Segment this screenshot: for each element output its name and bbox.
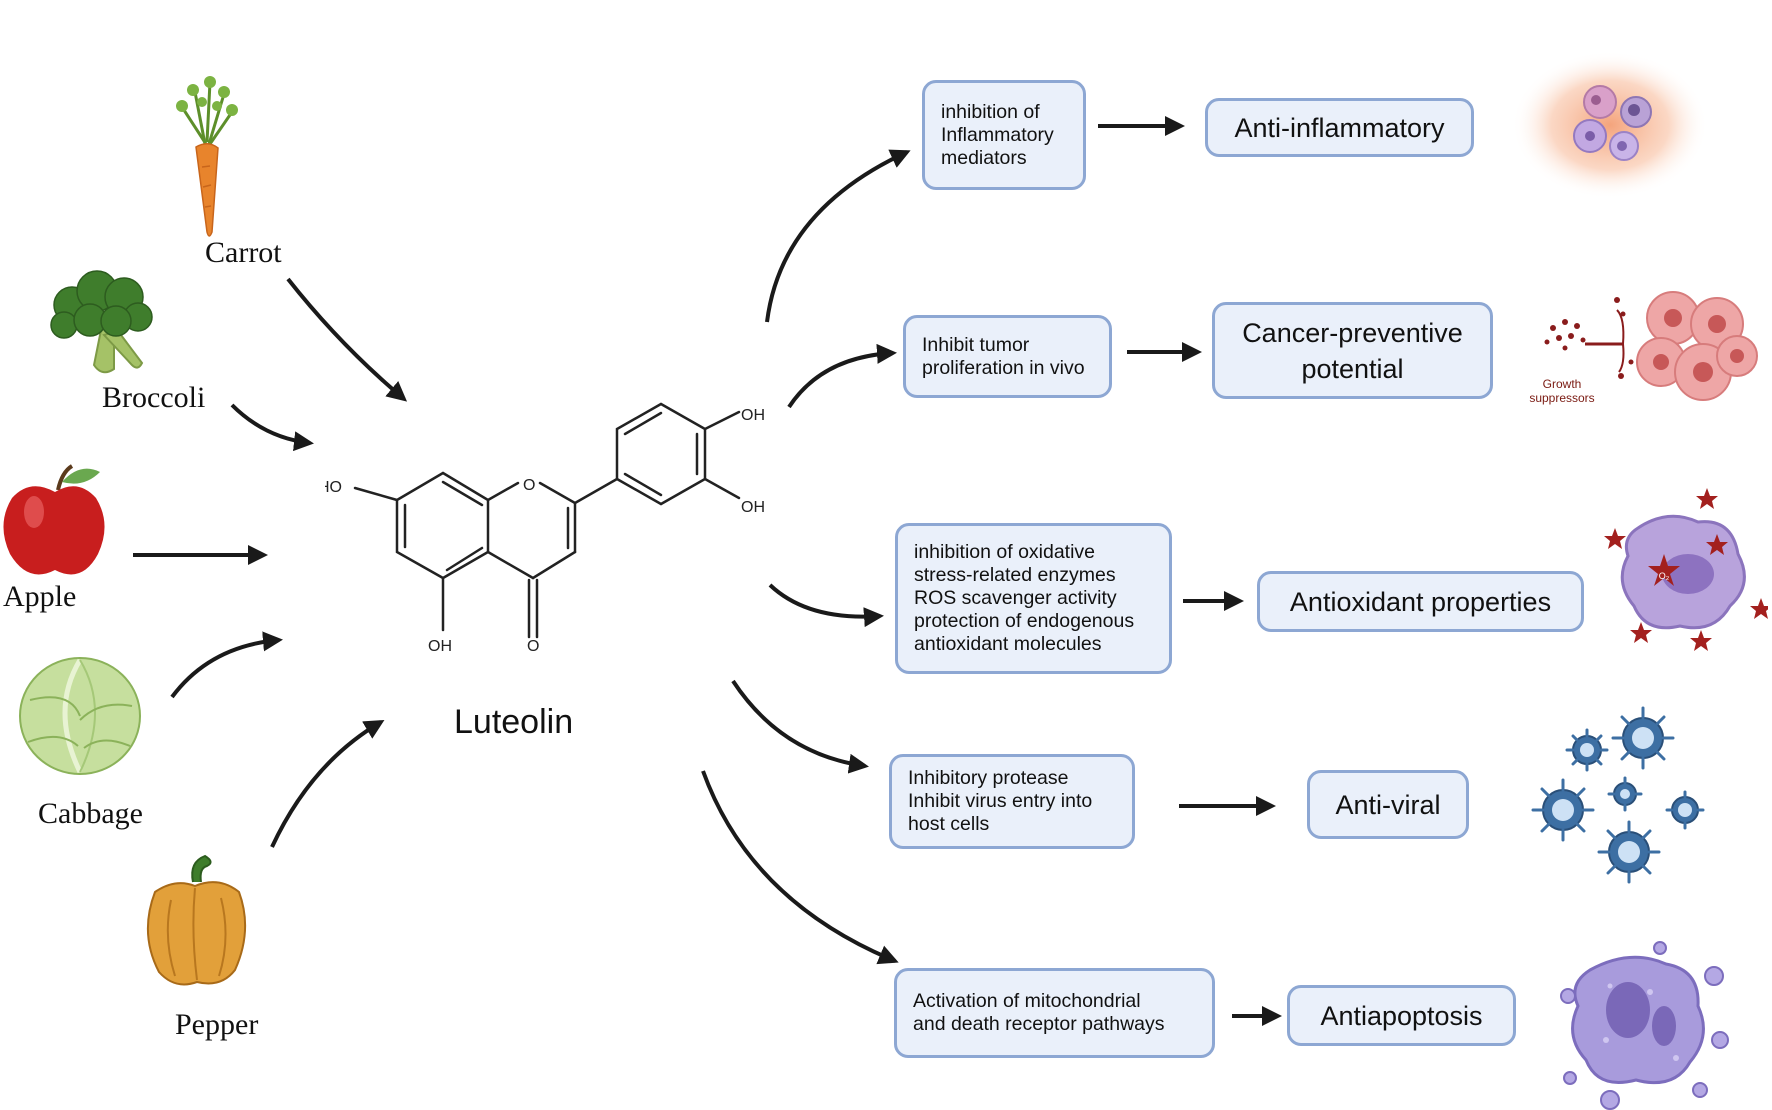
atom-oh-top: OH [741, 407, 765, 424]
mechanism-box-1: inhibition of Inflammatory mediators [922, 80, 1086, 190]
mechanism-1-line-1: inhibition of [941, 100, 1040, 123]
atom-ring-o: O [523, 477, 535, 494]
caption-line-1: Growth [1542, 377, 1582, 391]
effect-4-line-1: Anti-viral [1335, 789, 1441, 820]
carrot-icon [176, 76, 238, 237]
food-label-cabbage: Cabbage [38, 797, 143, 830]
mechanism-4-line-2: Inhibit virus entry into [908, 790, 1093, 812]
arrow-to-mechanism-3 [768, 583, 884, 628]
effect-box-antiapoptosis: Antiapoptosis [1287, 985, 1516, 1046]
food-label-carrot: Carrot [205, 236, 282, 269]
arrow-carrot-to-luteolin [286, 277, 408, 402]
virus-icon [1531, 706, 1705, 884]
arrow-to-mechanism-5 [701, 770, 899, 965]
mechanism-box-5: Activation of mitochondrial and death re… [894, 968, 1215, 1058]
food-label-apple: Apple [3, 580, 77, 613]
effect-box-antioxidant: Antioxidant properties [1257, 571, 1584, 632]
mechanism-5-line-2: and death receptor pathways [913, 1013, 1165, 1035]
atom-oh-right: OH [741, 499, 765, 516]
food-label-broccoli: Broccoli [102, 381, 206, 414]
effect-3-line-1: Antioxidant properties [1289, 586, 1552, 617]
mechanism-3-line-1: inhibition of oxidative [914, 541, 1096, 563]
arrow-to-mechanism-1 [765, 149, 911, 323]
inflammatory-cells-icon [1512, 51, 1708, 199]
mechanism-4-line-3: host cells [908, 813, 990, 835]
oxidative-stress-cell-icon: O₂ [1604, 488, 1768, 651]
arrow-broccoli-to-luteolin [230, 403, 314, 452]
atom-oh-bottom: OH [428, 638, 452, 655]
effect-1-line-1: Anti-inflammatory [1234, 112, 1445, 143]
mechanism-4-line-1: Inhibitory protease [908, 767, 1069, 789]
mechanism-2-line-2: proliferation in vivo [922, 356, 1085, 379]
broccoli-icon [50, 270, 153, 374]
effect-2-line-1: Cancer-preventive [1242, 317, 1463, 348]
mechanism-box-3: inhibition of oxidative stress-related e… [895, 523, 1172, 674]
effect-box-anti-inflammatory: Anti-inflammatory [1205, 98, 1474, 157]
mechanism-5-line-1: Activation of mitochondrial [913, 990, 1141, 1012]
effect-2-line-2: potential [1301, 353, 1404, 384]
food-label-pepper: Pepper [175, 1008, 259, 1041]
mechanism-3-line-4: protection of endogenous [914, 610, 1135, 632]
mechanism-3-line-2: stress-related enzymes [914, 564, 1116, 586]
tumor-cells-icon [1544, 291, 1758, 401]
mechanism-3-line-5: antioxidant molecules [914, 633, 1102, 655]
mechanism-box-4: Inhibitory protease Inhibit virus entry … [889, 754, 1135, 849]
ros-label: O₂ [1659, 571, 1670, 581]
growth-suppressors-caption: Growth suppressors [1522, 377, 1602, 405]
apoptotic-cell-icon [1560, 941, 1729, 1110]
effect-5-line-1: Antiapoptosis [1320, 1000, 1483, 1031]
compound-name: Luteolin [454, 703, 574, 741]
pepper-icon [146, 854, 247, 986]
mechanism-1-line-3: mediators [941, 146, 1027, 169]
atom-ho-left: HO [325, 479, 342, 496]
arrow-pepper-to-luteolin [270, 719, 385, 848]
luteolin-structure: HO O OH OH OH O [325, 402, 765, 655]
mechanism-1-line-2: Inflammatory [941, 123, 1054, 146]
arrow-to-mechanism-4 [731, 679, 869, 774]
effect-box-anti-viral: Anti-viral [1307, 770, 1469, 839]
arrow-cabbage-to-luteolin [170, 631, 283, 699]
mechanism-2-line-1: Inhibit tumor [922, 333, 1030, 356]
cabbage-icon [19, 657, 141, 775]
arrow-to-mechanism-2 [787, 343, 897, 409]
effect-box-cancer-preventive: Cancer-preventive potential [1212, 302, 1493, 399]
atom-carbonyl-o: O [527, 638, 539, 655]
apple-icon [3, 464, 105, 575]
mechanism-3-line-3: ROS scavenger activity [914, 587, 1117, 609]
mechanism-box-2: Inhibit tumor proliferation in vivo [903, 315, 1112, 398]
caption-line-2: suppressors [1529, 391, 1595, 405]
